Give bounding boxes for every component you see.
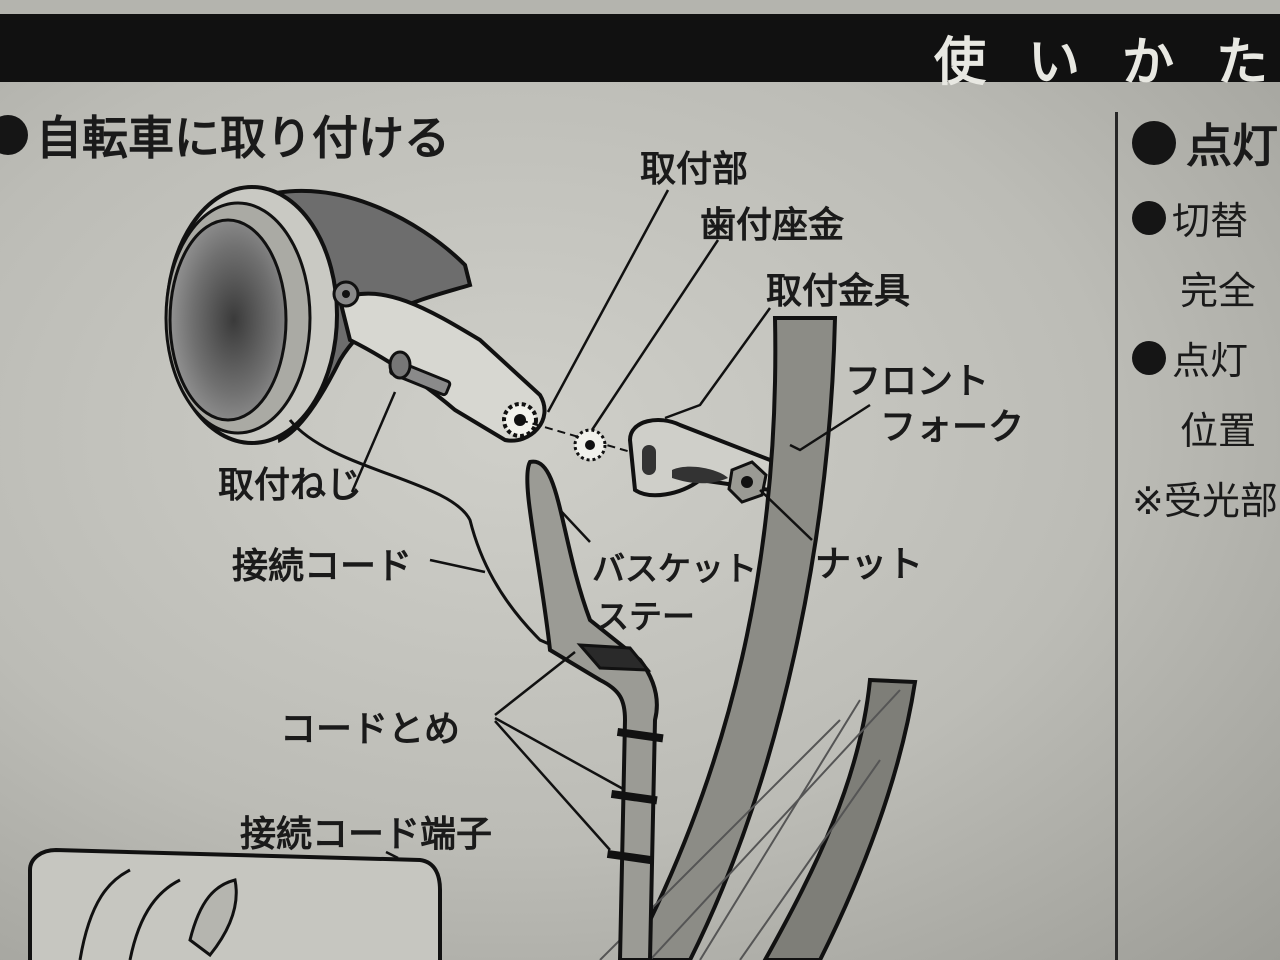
- label-connection-cord: 接続コード: [232, 537, 412, 589]
- right-line-2: 完全: [1180, 260, 1256, 315]
- nut: [729, 462, 766, 502]
- bullet-icon: [1132, 201, 1166, 235]
- bullet-icon: [1132, 341, 1166, 375]
- right-heading: 点灯: [1132, 110, 1280, 176]
- right-line-text: 完全: [1180, 260, 1256, 315]
- label-cord-terminal: 接続コード端子: [240, 805, 492, 857]
- headlight: [166, 187, 545, 443]
- right-heading-text: 点灯: [1186, 110, 1278, 176]
- right-line-1: 切替: [1132, 190, 1248, 245]
- toothed-washer: [575, 430, 605, 460]
- label-basket-stay-1: バスケット: [592, 542, 757, 590]
- label-mount-part: 取付部: [640, 140, 748, 192]
- label-cord-clip: コードとめ: [280, 700, 460, 752]
- right-line-5: ※受光部: [1132, 470, 1278, 525]
- right-column: 点灯 切替 完全 点灯 位置 ※受光部: [1132, 110, 1280, 176]
- label-mount-bracket: 取付金具: [766, 262, 910, 314]
- right-line-text: 点灯: [1172, 330, 1248, 385]
- column-divider: [1115, 112, 1118, 960]
- right-line-4: 位置: [1180, 400, 1256, 455]
- label-toothed-washer: 歯付座金: [700, 196, 844, 248]
- label-front-fork-2: フォーク: [880, 398, 1024, 450]
- right-line-3: 点灯: [1132, 330, 1248, 385]
- label-nut: ナット: [815, 535, 923, 587]
- label-basket-stay-2: ステー: [596, 590, 695, 638]
- right-line-text: ※受光部: [1132, 470, 1278, 525]
- right-line-text: 位置: [1180, 400, 1256, 455]
- terminal-box: [30, 850, 440, 960]
- bullet-icon: [1132, 121, 1176, 165]
- label-mount-screw: 取付ねじ: [218, 456, 362, 508]
- label-front-fork-1: フロント: [845, 352, 989, 404]
- basket-stay: [527, 462, 657, 960]
- right-line-text: 切替: [1172, 190, 1248, 245]
